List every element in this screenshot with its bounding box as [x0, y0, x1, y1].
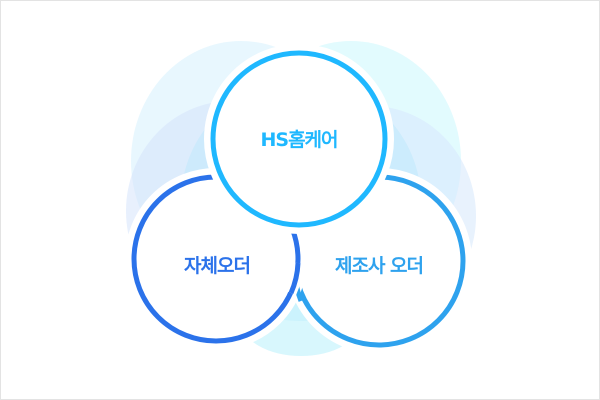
circle-hs-homecare[interactable] — [204, 44, 394, 234]
label-self-order: 자체오더 — [184, 255, 250, 277]
label-manufacturer-order: 제조사 오더 — [335, 255, 423, 277]
circle-arc-overlap — [288, 262, 301, 295]
label-hs-homecare: HS홈케어 — [260, 128, 337, 151]
